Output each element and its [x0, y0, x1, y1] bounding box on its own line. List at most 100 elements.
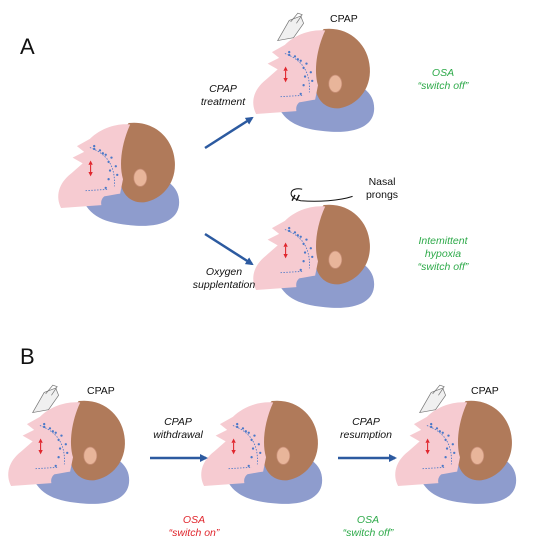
cpap-label-a: CPAP [330, 13, 358, 25]
cpap-hose-icon [290, 12, 303, 24]
airway-dot [253, 434, 256, 437]
ear [133, 168, 148, 187]
hair [118, 122, 175, 203]
airway-dot [305, 238, 308, 241]
cpap-withdrawal-label: CPAP withdrawal [153, 416, 203, 441]
nasal-prongs-label: Nasal prongs [365, 176, 399, 201]
airway-dot [236, 422, 239, 426]
nasal-prongs-icon [290, 188, 353, 202]
osa-switch-on-label: OSA “switch on” [168, 514, 220, 539]
airway-dot [259, 451, 262, 455]
face [264, 30, 326, 104]
airway-dot [43, 425, 46, 429]
airway-dot [302, 260, 305, 263]
airway-dot [299, 268, 302, 271]
obstruction-arrow [38, 438, 43, 455]
airway-dot [296, 234, 299, 237]
neck [253, 79, 304, 114]
ear [328, 74, 343, 93]
cpap-label-b3: CPAP [471, 385, 499, 397]
panel-label-b: B [20, 344, 35, 369]
cpap-treatment-label: CPAP treatment [200, 83, 246, 108]
hair [313, 204, 370, 285]
airway-dot [241, 427, 245, 430]
airway-dot [51, 430, 54, 433]
ear [83, 446, 98, 465]
airway-dot [293, 55, 297, 58]
airway-flow [232, 425, 258, 465]
airway-dot [93, 147, 96, 151]
osa-switch-off-label-a: OSA “switch off” [417, 67, 469, 92]
obstruction-arrow [283, 66, 288, 83]
airway-flow [228, 466, 252, 470]
cpap-label-b1: CPAP [87, 385, 115, 397]
head-b-3 [395, 384, 517, 504]
airway-dot [64, 443, 67, 446]
airway-dot [104, 186, 107, 189]
airway-dot [447, 434, 450, 437]
airway-dot [54, 431, 57, 434]
panel-label-a: A [20, 34, 35, 59]
intermittent-hypoxia-label: Intemittent hypoxia “switch off” [417, 235, 469, 273]
head-a-bottom [253, 188, 375, 308]
airway-dot [299, 92, 302, 95]
airway-dot [288, 226, 291, 230]
airway-dot [441, 464, 444, 467]
airway-dot [451, 443, 454, 446]
obstruction-arrow [425, 438, 430, 455]
airway-flow [280, 94, 304, 98]
head-a-left [58, 122, 180, 226]
airway-dot [444, 456, 447, 459]
oxygen-supplentation-label: Oxygen supplentation [192, 266, 256, 291]
airway-dot [441, 431, 444, 434]
airway-dot [114, 165, 117, 168]
airway-dot [430, 425, 433, 429]
airway-dot [430, 422, 433, 426]
airway-dot [93, 144, 96, 148]
airway-dot [303, 75, 307, 78]
arrow-cpap-treatment [204, 116, 254, 150]
face [69, 124, 131, 198]
cpap-hose-icon [432, 384, 445, 396]
airway-dot [104, 153, 107, 156]
airway-dot [57, 456, 60, 459]
obstruction-arrow [231, 438, 236, 455]
osa-switch-off-label-b: OSA “switch off” [342, 514, 394, 539]
airway-dot [48, 427, 52, 430]
airway-flow [284, 229, 310, 269]
airway-dot [293, 231, 297, 234]
hair [313, 28, 370, 109]
airway-dot [288, 53, 291, 57]
face [19, 402, 81, 476]
airway-dot [453, 451, 456, 455]
cpap-hose-icon [45, 384, 58, 396]
neck [253, 255, 304, 290]
airway-flow [85, 188, 109, 192]
face [406, 402, 468, 476]
airway-dot [251, 447, 255, 450]
airway-dot [296, 58, 299, 61]
airway-dot [309, 247, 312, 250]
airway-dot [60, 434, 63, 437]
arrow-oxygen-supplentation [204, 232, 254, 266]
airway-dot [107, 178, 110, 181]
airway-dot [247, 464, 250, 467]
airway-dot [244, 430, 247, 433]
head-b-1 [8, 384, 130, 504]
cpap-resumption-label: CPAP resumption [340, 416, 392, 441]
airway-dot [116, 173, 119, 177]
airway-dot [66, 451, 69, 455]
head-b-2 [201, 400, 323, 504]
airway-flow [39, 425, 65, 465]
airway-dot [247, 431, 250, 434]
neck [395, 451, 446, 486]
ear [470, 446, 485, 465]
airway-dot [54, 464, 57, 467]
airway-flow [426, 425, 452, 465]
head-a-top [253, 12, 375, 132]
airway-dot [43, 422, 46, 426]
airway-dot [311, 255, 314, 259]
airway-dot [257, 443, 260, 446]
airway-dot [303, 251, 307, 254]
